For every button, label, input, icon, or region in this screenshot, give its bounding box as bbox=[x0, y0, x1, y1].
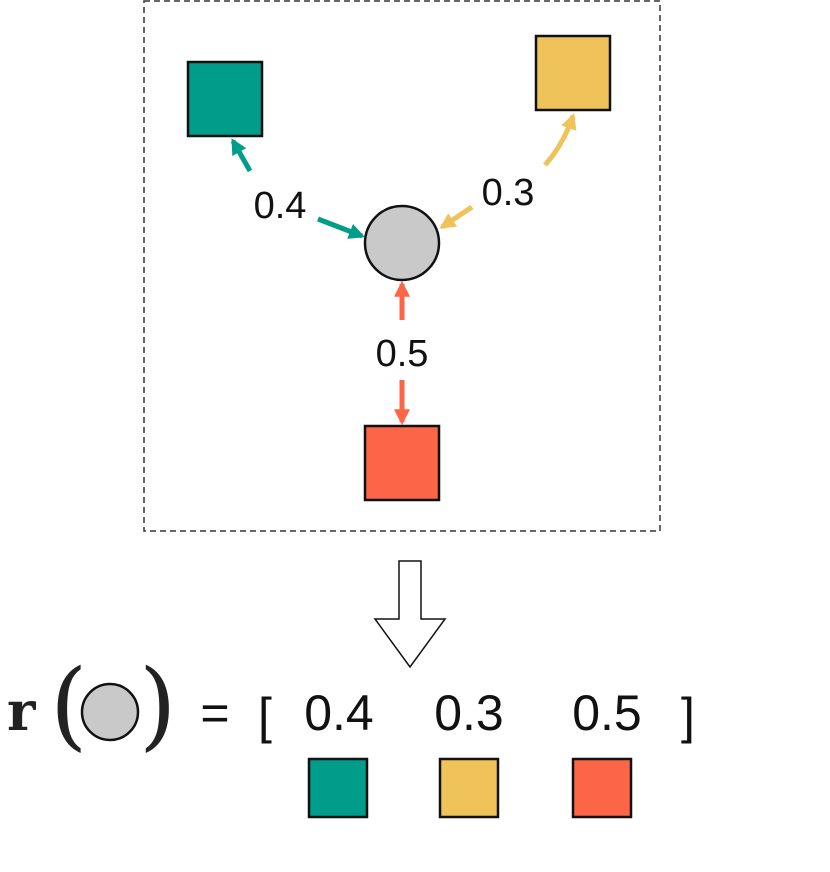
yellow-edge-lower bbox=[439, 204, 474, 230]
close-paren: ) bbox=[139, 649, 176, 761]
open-paren: ( bbox=[50, 649, 87, 761]
yellow-edge-weight-label: 0.3 bbox=[482, 172, 535, 214]
center-node-symbol bbox=[80, 682, 140, 742]
neighborhood-box bbox=[143, 0, 661, 532]
teal-edge-upper bbox=[230, 138, 253, 173]
yellow-edge-upper bbox=[543, 112, 577, 167]
teal-node bbox=[186, 60, 264, 138]
vector-value-yellow: 0.3 bbox=[434, 685, 504, 741]
function-symbol: r bbox=[7, 679, 36, 743]
open-bracket: [ bbox=[258, 688, 272, 744]
vector-key-orange bbox=[571, 757, 633, 819]
vector-value-orange: 0.5 bbox=[572, 685, 642, 741]
vector-value-teal: 0.4 bbox=[304, 685, 374, 741]
center-node bbox=[363, 204, 441, 282]
vector-key-yellow bbox=[438, 757, 500, 819]
down-arrow-icon bbox=[373, 560, 447, 669]
vector-key-teal bbox=[307, 757, 369, 819]
orange-edge-weight-label: 0.5 bbox=[376, 333, 429, 375]
teal-edge-lower bbox=[317, 216, 365, 239]
yellow-node bbox=[534, 34, 612, 112]
close-bracket: ] bbox=[681, 688, 695, 744]
equals-sign: = bbox=[200, 685, 229, 741]
orange-node bbox=[363, 424, 441, 502]
teal-edge-weight-label: 0.4 bbox=[254, 185, 307, 227]
